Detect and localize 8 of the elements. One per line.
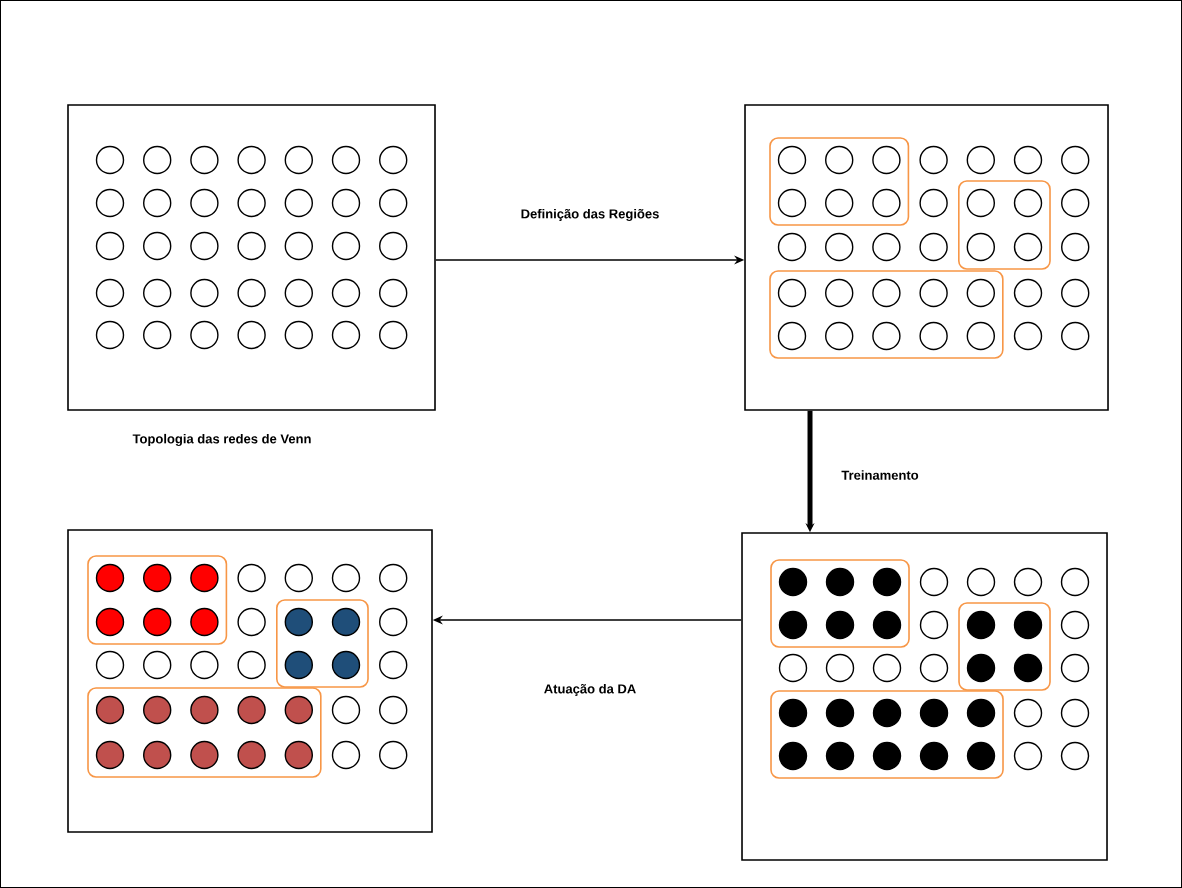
- panel-box: [67, 529, 433, 833]
- panel-box: [67, 104, 436, 411]
- edge-label: Definição das Regiões: [518, 206, 662, 224]
- panel-box: [741, 532, 1108, 861]
- panel-label: Topologia das redes de Venn: [132, 433, 311, 447]
- panel-box: [744, 104, 1109, 411]
- edge-label: Treinamento: [839, 468, 921, 482]
- edge-label: Atuação da DA: [541, 681, 639, 699]
